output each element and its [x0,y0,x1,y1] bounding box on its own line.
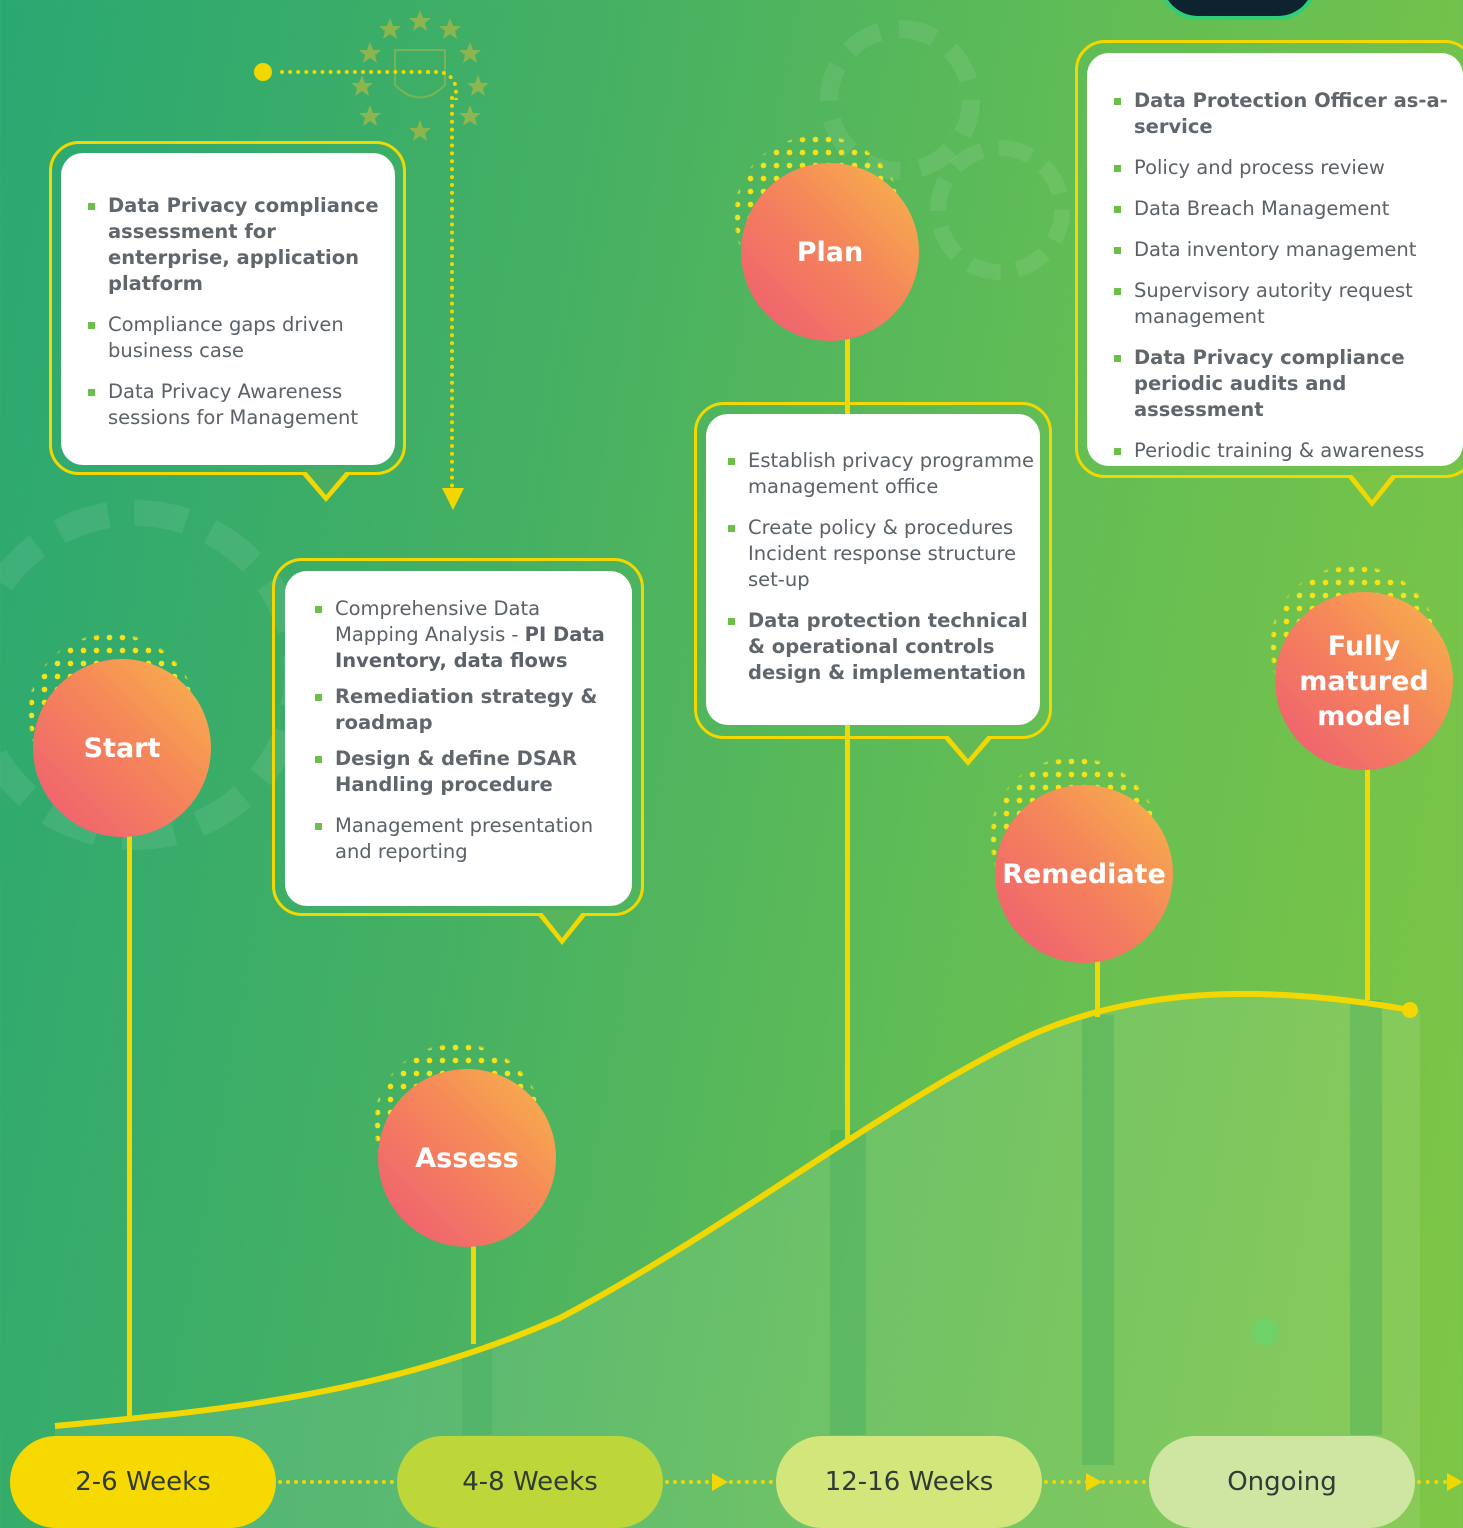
list-item-text: Comprehensive Data Mapping Analysis - [335,597,541,646]
list-item: Data protection technical & operational … [728,608,1040,686]
timeline-ongoing: Ongoing [1149,1436,1415,1528]
list-item-bold-text: PI Data Inventory, data flows [335,623,605,672]
stage-plan-bubble: Plan [741,163,919,341]
list-item: Create policy & procedures Incident resp… [728,515,1040,593]
stage-start-bubble: Start [33,659,211,837]
assess-card-pointer [540,910,584,938]
stage-matured-bubble: Fully matured model [1275,592,1453,770]
plan-stem [845,720,850,1140]
start-card-list: Data Privacy compliance assessment for e… [88,193,395,431]
start-card-frame [49,141,406,475]
list-item: Data Breach Management [1114,196,1463,222]
list-item: Compliance gaps driven business case [88,312,395,364]
list-item: Data Privacy compliance periodic audits … [1114,345,1463,423]
list-item: Data Privacy compliance assessment for e… [88,193,395,297]
matured-card-list: Data Protection Officer as-a-service Pol… [1114,88,1463,464]
stage-assess-bubble: Assess [378,1069,556,1247]
plan-card-list: Establish privacy programme management o… [728,448,1040,686]
stage-remediate-bubble: Remediate [995,785,1173,963]
assess-card-frame [272,558,644,916]
timeline-2-6-weeks: 2-6 Weeks [10,1436,276,1528]
start-card-pointer [304,469,348,495]
assess-card-list: Comprehensive Data Mapping Analysis - PI… [315,596,632,865]
arrow-right-icon [1086,1473,1102,1491]
list-item: Data Protection Officer as-a-service [1114,88,1463,140]
plan-card-pointer [946,733,990,759]
list-item: Periodic training & awareness [1114,438,1463,464]
assess-stem [471,1240,476,1344]
connector-line [280,70,430,78]
remediate-stem [1095,955,1100,1017]
list-item: Design & define DSAR Handling procedure [315,746,614,798]
connector-dot [254,63,272,81]
list-item: Comprehensive Data Mapping Analysis - PI… [315,596,614,674]
plan-card: Establish privacy programme management o… [706,414,1040,725]
timeline-12-16-weeks: 12-16 Weeks [776,1436,1042,1528]
timeline-connector [278,1480,394,1488]
plan-stem [845,335,850,415]
plan-card-frame [694,402,1052,739]
assess-card: Comprehensive Data Mapping Analysis - PI… [285,571,632,906]
list-item: Remediation strategy & roadmap [315,684,614,736]
list-item: Management presentation and reporting [315,813,614,865]
connector-line [450,96,458,488]
timeline-4-8-weeks: 4-8 Weeks [397,1436,663,1528]
list-item: Policy and process review [1114,155,1463,181]
connector-line [428,70,458,100]
arrow-down-icon [442,488,464,510]
timeline-connector [1417,1480,1447,1488]
arrow-right-icon [1447,1473,1463,1491]
list-item: Data inventory management [1114,237,1463,263]
matured-stem [1365,765,1370,1000]
arrow-right-icon [712,1473,728,1491]
list-item: Data Privacy Awareness sessions for Mana… [88,379,395,431]
list-item: Establish privacy programme management o… [728,448,1040,500]
matured-card: Data Protection Officer as-a-service Pol… [1087,53,1463,466]
start-card: Data Privacy compliance assessment for e… [61,153,395,465]
eu-shield-icon [351,10,489,141]
matured-card-frame [1075,40,1463,478]
list-item: Supervisory autority request management [1114,278,1463,330]
matured-card-pointer [1350,472,1394,500]
start-stem [127,830,132,1418]
